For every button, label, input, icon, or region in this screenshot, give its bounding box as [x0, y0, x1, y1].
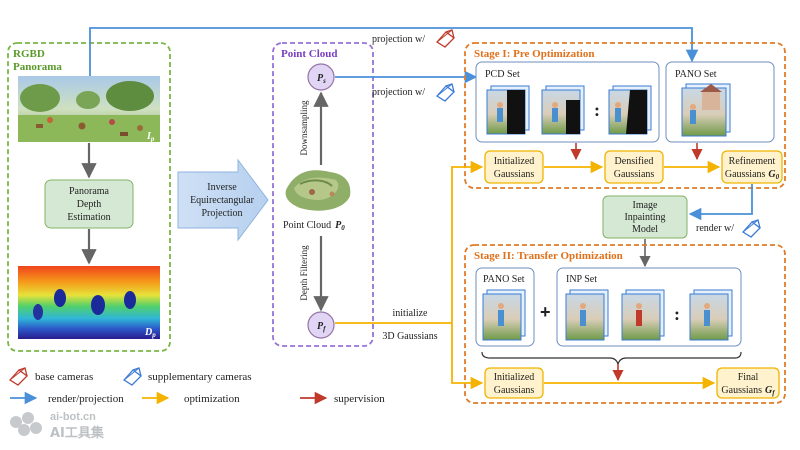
watermark: ai-bot.cn AI工具集 — [10, 411, 105, 441]
inp-set-label: INP Set — [566, 274, 597, 285]
inp-image-stack-2 — [621, 289, 665, 341]
legend-supplementary-camera-icon — [122, 367, 142, 386]
inp-image-stack-3 — [689, 289, 733, 341]
depth-estimation-box — [44, 179, 134, 229]
inverse-projection-arrow: Inverse Equirectangular Projection — [177, 158, 269, 242]
initialized-gaussians-box-1 — [484, 150, 544, 184]
final-gaussians-box — [716, 367, 780, 399]
inpainting-line-1: Image — [633, 200, 659, 211]
rgbd-panel: RGBD Panorama Ip Panorama Depth Estimati… — [7, 42, 171, 352]
arrow-render-to-inpainting — [688, 184, 753, 221]
depth-map-image — [18, 266, 160, 339]
render-label: render w/ — [696, 223, 734, 234]
initialized-gaussians-1-line-2: Gaussians — [494, 169, 535, 180]
stage2-title: Stage II: Transfer Optimization — [474, 250, 623, 262]
inp-ellipsis: : — [674, 304, 680, 324]
rgbd-title: RGBD — [13, 48, 45, 60]
refinement-line-1: Refinement — [729, 156, 776, 167]
final-line-1: Final — [738, 372, 759, 383]
inverse-projection-line-3: Projection — [201, 208, 242, 219]
watermark-line-2: AI工具集 — [50, 425, 105, 441]
refinement-gaussians-box — [721, 150, 783, 184]
inverse-projection-line-2: Equirectangular — [190, 195, 255, 206]
stage2-panel: Stage II: Transfer Optimization PANO Set… — [464, 244, 786, 404]
supplementary-camera-icon-mid — [435, 83, 455, 102]
depth-image-label: Dp — [144, 327, 156, 339]
pcd-image-stack-2 — [541, 85, 585, 135]
depth-estimation-line-1: Panorama — [69, 186, 110, 197]
pano-set-label: PANO Set — [675, 69, 717, 80]
node-ps — [307, 63, 335, 91]
projection-top-label: projection w/ — [372, 34, 425, 45]
initialize-line-1: initialize — [393, 308, 429, 319]
supplementary-camera-icon-render — [741, 219, 761, 238]
arrow-projection-base — [89, 27, 699, 76]
legend-render-projection: render/projection — [48, 393, 124, 405]
rgb-panorama-image — [18, 76, 160, 142]
node-pf-label: Pf — [317, 321, 326, 333]
inpainting-model-box — [602, 195, 688, 239]
stage1-title: Stage I: Pre Optimization — [474, 48, 594, 60]
rgb-image-label: Ip — [146, 131, 155, 143]
pano-set-image-stack — [681, 83, 731, 137]
densified-gaussians-box — [604, 150, 664, 184]
node-pf — [307, 311, 335, 339]
initialized-gaussians-2-line-2: Gaussians — [494, 385, 535, 396]
stage1-border — [464, 42, 786, 189]
stage1-panel: Stage I: Pre Optimization PCD Set : PANO… — [464, 42, 786, 189]
rgbd-panel-border — [7, 42, 171, 352]
plus-sign: + — [540, 302, 551, 322]
densified-gaussians-line-2: Gaussians — [614, 169, 655, 180]
legend-supervision: supervision — [334, 393, 385, 405]
legend-base-camera-icon — [8, 367, 28, 386]
arrow-initialize-stage2 — [451, 323, 484, 390]
depth-estimation-line-2: Depth — [77, 199, 101, 210]
initialized-gaussians-box-2 — [484, 367, 544, 399]
pcd-image-stack-3 — [608, 85, 652, 135]
node-ps-label: Ps — [317, 73, 326, 85]
point-cloud-title: Point Cloud — [281, 48, 338, 60]
inp-image-stack-1 — [565, 289, 609, 341]
projection-mid-label: projection w/ — [372, 87, 425, 98]
legend-base-cameras: base cameras — [35, 371, 93, 383]
pcd-ellipsis: : — [594, 100, 600, 120]
stage2-pano-image-stack — [482, 289, 526, 341]
rgbd-subtitle: Panorama — [13, 61, 62, 73]
depth-estimation-line-3: Estimation — [67, 212, 110, 223]
legend: base cameras supplementary cameras rende… — [8, 367, 385, 405]
inpainting-line-2: Inpainting — [624, 212, 665, 223]
inverse-projection-line-1: Inverse — [207, 182, 237, 193]
initialized-gaussians-2-line-1: Initialized — [494, 372, 535, 383]
stage2-pano-set-label: PANO Set — [483, 274, 525, 285]
inpainting-line-3: Model — [632, 224, 658, 235]
point-cloud-border — [272, 42, 374, 347]
pcd-set-label: PCD Set — [485, 69, 520, 80]
pcd-image-stack-1 — [486, 85, 530, 135]
densified-gaussians-line-1: Densified — [615, 156, 654, 167]
sets-brace — [481, 351, 742, 366]
stage2-border — [464, 244, 786, 404]
initialized-gaussians-1-line-1: Initialized — [494, 156, 535, 167]
legend-supplementary-cameras: supplementary cameras — [148, 371, 252, 383]
base-camera-icon-top — [435, 29, 455, 48]
legend-optimization: optimization — [184, 393, 240, 405]
downsampling-label: Downsampling — [299, 100, 309, 155]
depth-filtering-label: Depth Filtering — [299, 245, 309, 301]
watermark-logo-icon — [10, 412, 42, 436]
initialize-line-2: 3D Gaussians — [382, 331, 437, 342]
point-cloud-mesh — [285, 170, 351, 211]
arrow-initialize-stage1 — [451, 160, 484, 323]
watermark-line-1: ai-bot.cn — [50, 411, 96, 423]
